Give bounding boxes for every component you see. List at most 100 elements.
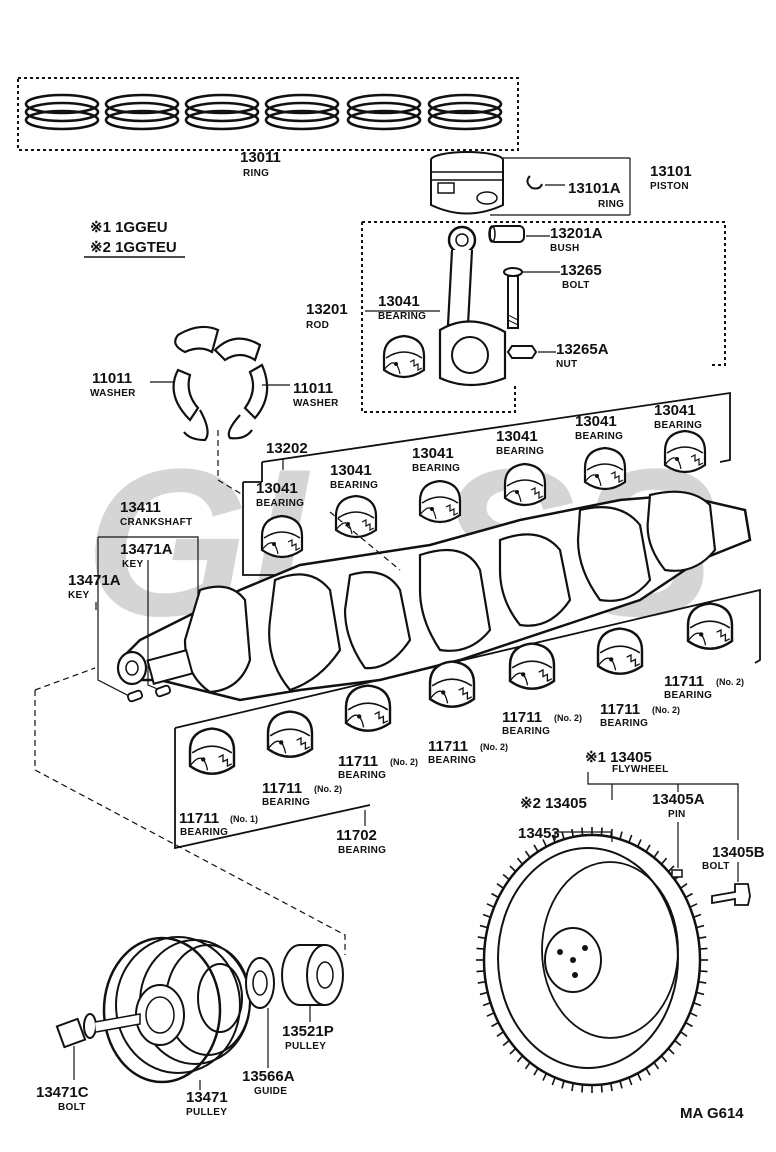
gear-tooth bbox=[486, 903, 495, 908]
gear-tooth bbox=[509, 1047, 517, 1055]
gear-tooth bbox=[551, 1077, 556, 1086]
gear-tooth bbox=[628, 1077, 633, 1086]
washer-left-number: 11011 bbox=[92, 370, 132, 387]
piston-ring bbox=[184, 93, 260, 131]
gear-tooth bbox=[542, 839, 548, 848]
rod-bearing-row-labels: 13041BEARING13041BEARING13041BEARING1304… bbox=[256, 402, 702, 509]
gear-tooth bbox=[698, 980, 707, 984]
gear-tooth bbox=[667, 865, 675, 873]
flywheel-2-number: ※2 13405 bbox=[520, 795, 587, 812]
rod-bearing-set-number: 13202 bbox=[266, 440, 308, 457]
rod-bearing-name: BEARING bbox=[575, 431, 623, 442]
gear-tooth bbox=[524, 1061, 531, 1070]
piston-ring bbox=[24, 93, 100, 131]
gear-tooth bbox=[660, 1055, 668, 1063]
gear-tooth bbox=[696, 924, 705, 929]
rod-nut-name: NUT bbox=[556, 359, 577, 370]
gear-tooth bbox=[476, 947, 485, 950]
gear-tooth bbox=[533, 844, 539, 853]
gear-tooth bbox=[479, 924, 488, 929]
rod-bearing-panel bbox=[242, 391, 731, 576]
rod-nut-number: 13265A bbox=[556, 341, 609, 358]
piston-ring bbox=[427, 93, 503, 131]
flywheel-bolt-number: 13405B bbox=[712, 844, 765, 861]
gear-tooth bbox=[482, 913, 491, 918]
bearing-shell bbox=[382, 334, 426, 379]
piston-number: 13101 bbox=[650, 163, 692, 180]
main-bearing-number: 11711 bbox=[262, 780, 302, 797]
legend-line-1: ※1 1GGEU bbox=[90, 219, 168, 236]
gear-tooth bbox=[581, 1084, 584, 1093]
gear-tooth bbox=[491, 892, 499, 899]
key-b-name: KEY bbox=[68, 590, 89, 601]
key-b-number: 13471A bbox=[68, 572, 121, 589]
washer-left-name: WASHER bbox=[90, 388, 136, 399]
gear-tooth bbox=[561, 831, 565, 840]
main-bearing-no1-suffix: (No. 1) bbox=[230, 814, 258, 824]
main-bearing-number: 11711 bbox=[502, 709, 542, 726]
labels: ※1 1GGEU ※2 1GGTEU 13011 RING 13101 PIST… bbox=[36, 149, 765, 1122]
rod-name: ROD bbox=[306, 320, 329, 331]
main-bearing-suffix: (No. 2) bbox=[390, 757, 418, 767]
ring-set-name: RING bbox=[243, 168, 269, 179]
piston-ring-clip bbox=[526, 175, 543, 190]
rod-number: 13201 bbox=[306, 301, 348, 318]
washer-right-number: 11011 bbox=[293, 380, 333, 397]
gear-tooth bbox=[696, 991, 705, 996]
pulley-drawing bbox=[55, 936, 344, 1090]
bush-name: BUSH bbox=[550, 243, 580, 254]
piston-ring bbox=[264, 93, 340, 131]
gear-tooth bbox=[524, 850, 531, 859]
flywheel-1-number: ※1 13405 bbox=[585, 749, 652, 766]
bush-number: 13201A bbox=[550, 225, 603, 242]
bearing-shell bbox=[260, 514, 304, 559]
gear-tooth bbox=[491, 1021, 499, 1028]
bearing-shell bbox=[344, 684, 392, 732]
bearing-shell bbox=[663, 429, 707, 474]
flywheel-drawing bbox=[476, 772, 751, 1093]
main-bearing-set-name: BEARING bbox=[338, 845, 386, 856]
pin-name: PIN bbox=[668, 809, 686, 820]
gear-tooth bbox=[571, 828, 575, 838]
washer-right-name: WASHER bbox=[293, 398, 339, 409]
main-bearing-suffix: (No. 2) bbox=[480, 742, 508, 752]
main-bearing-number: 11711 bbox=[428, 738, 468, 755]
crankshaft-name: CRANKSHAFT bbox=[120, 517, 192, 528]
rod-bearing-number: 13041 bbox=[256, 480, 298, 497]
gear-tooth bbox=[516, 1055, 524, 1063]
piston-ring bbox=[104, 93, 180, 131]
gear-tooth bbox=[653, 1061, 660, 1070]
thrust-washers bbox=[150, 325, 290, 442]
rod-bolt-name: BOLT bbox=[562, 280, 590, 291]
piston-rings bbox=[24, 93, 503, 131]
gear-tooth bbox=[542, 1072, 548, 1081]
flywheel-1-name: FLYWHEEL bbox=[612, 764, 668, 775]
rod-bearing-number: 13041 bbox=[496, 428, 538, 445]
key-a-name: KEY bbox=[122, 559, 143, 570]
main-bearing-suffix: (No. 2) bbox=[652, 705, 680, 715]
timing-pulley-number: 13521P bbox=[282, 1023, 334, 1040]
main-bearing-no1-number: 11711 bbox=[179, 810, 219, 827]
gear-tooth bbox=[689, 903, 698, 908]
gear-tooth bbox=[680, 883, 688, 889]
rod-bearing-name: BEARING bbox=[378, 311, 426, 322]
gear-tooth bbox=[502, 873, 510, 881]
main-bearing-number: 11711 bbox=[664, 673, 704, 690]
main-bearing-suffix: (No. 2) bbox=[554, 713, 582, 723]
gear-tooth bbox=[509, 865, 517, 873]
footer-code: MA G614 bbox=[680, 1105, 744, 1122]
main-bearing-name: BEARING bbox=[664, 690, 712, 701]
pulley-bolt-name: BOLT bbox=[58, 1102, 86, 1113]
bearing-shell bbox=[418, 479, 462, 524]
guide-number: 13566A bbox=[242, 1068, 295, 1085]
rod-bearing-name: BEARING bbox=[496, 446, 544, 457]
ring-gear-number: 13453 bbox=[518, 825, 560, 842]
gear-tooth bbox=[609, 1082, 613, 1092]
bearing-shell bbox=[428, 660, 476, 708]
gear-tooth bbox=[482, 1002, 491, 1007]
gear-tooth bbox=[551, 834, 556, 843]
gear-tooth bbox=[477, 980, 486, 984]
gear-tooth bbox=[645, 1067, 651, 1076]
